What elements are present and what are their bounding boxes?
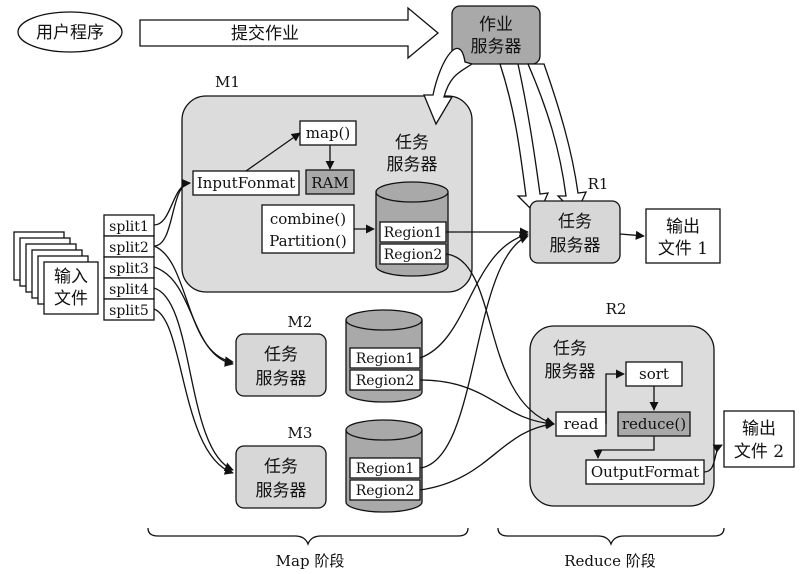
split-3: split3 — [109, 261, 149, 277]
r1-task-server-line2: 服务器 — [550, 236, 601, 256]
m1-label: M1 — [215, 73, 240, 91]
arrow-split2-m2 — [153, 245, 234, 366]
output-file-2-line2: 文件 2 — [734, 442, 784, 462]
arrow-inputformat-map — [245, 132, 301, 172]
output-file-2-line1: 输出 — [742, 419, 776, 439]
r1-task-server-line1: 任务 — [558, 212, 592, 232]
arrow-m3r2-to-read — [419, 420, 555, 491]
m1-task-server-line1: 任务 — [395, 133, 429, 153]
sort-box: sort — [625, 361, 683, 387]
arrow-m2r2-to-read — [419, 379, 555, 428]
m2-disk: Region1 Region2 — [345, 309, 423, 403]
m3-disk: Region1 Region2 — [345, 419, 423, 513]
partition-label: Partition() — [269, 232, 347, 250]
arrow-m3r1-to-r1 — [419, 234, 529, 469]
arrow-split2-m1 — [153, 178, 191, 247]
arrow-m1r2-to-read — [445, 253, 555, 426]
reduce-fn-label: reduce() — [622, 415, 686, 433]
job-server-line1: 作业 — [479, 15, 513, 35]
job-to-m1-hollow-arrow — [423, 47, 474, 126]
input-format-box: InputFonmat — [192, 170, 300, 196]
m2-task-server-line2: 服务器 — [256, 369, 307, 389]
read-box: read — [555, 411, 607, 437]
m2-region2: Region2 — [356, 373, 415, 389]
r2-task-server-line1: 任务 — [553, 339, 587, 359]
m3-region1: Region1 — [356, 461, 415, 477]
ram-label: RAM — [311, 174, 349, 192]
m3-label: M3 — [288, 424, 313, 442]
split-2: split2 — [109, 240, 149, 256]
r1-label: R1 — [588, 175, 609, 193]
submit-job-label: 提交作业 — [231, 24, 299, 44]
arrow-split5-m3 — [153, 308, 234, 475]
reduce-fn-box: reduce() — [617, 411, 691, 437]
sort-label: sort — [639, 365, 669, 383]
combine-partition-box: combine() Partition() — [261, 204, 355, 254]
split-4: split4 — [109, 282, 149, 298]
output-file-1-line2: 文件 1 — [658, 239, 708, 259]
m1-region1: Region1 — [384, 225, 443, 241]
user-program: 用户程序 — [17, 11, 123, 53]
output-format-label: OutputFormat — [591, 463, 699, 481]
arrow-reduce-outputformat — [593, 436, 655, 459]
split-list: split1 split2 split3 split4 split5 — [103, 214, 155, 321]
job-to-r1-hollow-arrow — [499, 63, 588, 218]
input-files-stack: 输入 文件 — [13, 231, 99, 315]
arrow-m2r1-to-r1 — [419, 231, 529, 359]
m2-region1: Region1 — [356, 351, 415, 367]
map-phase-brace — [147, 527, 469, 546]
read-label: read — [564, 415, 599, 433]
input-file-line2: 文件 — [54, 289, 88, 309]
combine-label: combine() — [270, 210, 346, 228]
output-format-box: OutputFormat — [585, 459, 705, 485]
arrow-split3-m2 — [153, 266, 234, 367]
user-program-label: 用户程序 — [36, 23, 104, 43]
map-fn-label: map() — [306, 124, 350, 142]
reduce-phase-brace — [497, 527, 725, 546]
m3-region2: Region2 — [356, 483, 415, 499]
m2-task-server: 任务 服务器 — [235, 333, 327, 397]
m1-task-server-line2: 服务器 — [387, 155, 438, 175]
arrow-split4-m3 — [153, 287, 234, 472]
arrow-r1-output1 — [619, 230, 645, 240]
arrow-outputformat-output2 — [703, 444, 723, 473]
submit-job-arrow: 提交作业 — [139, 6, 440, 60]
map-phase-label: Map 阶段 — [276, 552, 345, 570]
reduce-phase-label: Reduce 阶段 — [564, 552, 655, 570]
m2-task-server-line1: 任务 — [264, 345, 298, 365]
m1-region2: Region2 — [384, 247, 443, 263]
ram-box: RAM — [305, 169, 355, 195]
output-file-2: 输出 文件 2 — [723, 410, 795, 468]
m2-label: M2 — [288, 313, 313, 331]
m1-disk: Region1 Region2 — [375, 181, 449, 277]
m3-task-server-line1: 任务 — [264, 457, 298, 477]
map-fn-box: map() — [299, 120, 357, 146]
m3-task-server: 任务 服务器 — [235, 445, 327, 509]
job-server: 作业 服务器 — [451, 5, 541, 65]
r1-task-server: 任务 服务器 — [529, 200, 621, 264]
input-format-label: InputFonmat — [197, 174, 295, 192]
r2-task-server-line2: 服务器 — [545, 362, 596, 382]
split-5: split5 — [109, 303, 149, 319]
output-file-1: 输出 文件 1 — [645, 208, 721, 264]
r2-label: R2 — [606, 300, 627, 318]
arrow-read-sort — [605, 369, 625, 424]
job-server-line2: 服务器 — [471, 37, 522, 57]
m3-task-server-line2: 服务器 — [256, 481, 307, 501]
split-1: split1 — [109, 219, 149, 235]
output-file-1-line1: 输出 — [666, 217, 700, 237]
input-file-line1: 输入 — [54, 267, 88, 287]
